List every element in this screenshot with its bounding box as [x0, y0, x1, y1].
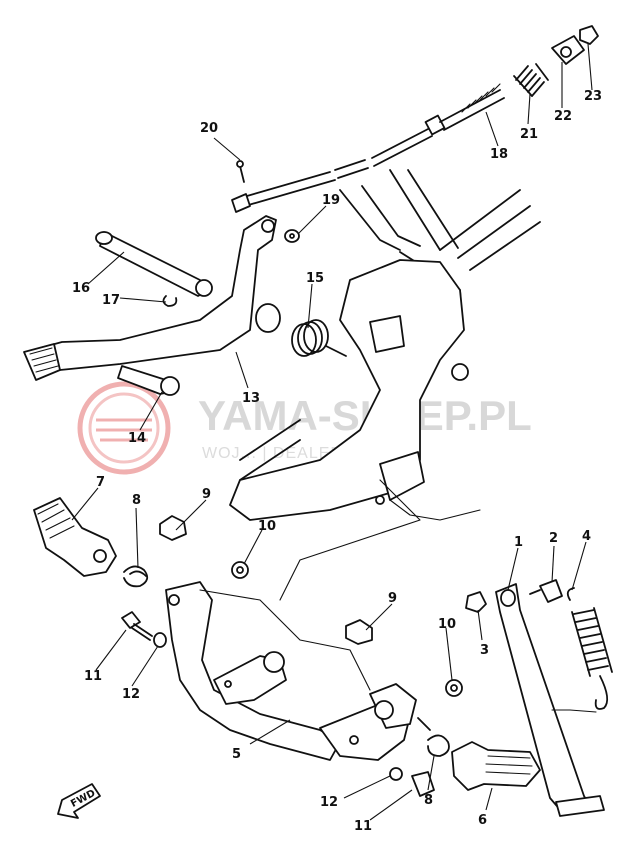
callout-20: 20 — [200, 121, 218, 136]
callout-23: 23 — [584, 89, 602, 104]
callout-8-upper: 8 — [132, 493, 141, 508]
callout-21: 21 — [520, 127, 538, 142]
callout-11-lower: 11 — [354, 819, 372, 834]
callouts: 1 2 3 4 5 6 7 8 8 9 9 10 10 11 11 12 12 … — [72, 89, 602, 834]
watermark-logo — [77, 381, 171, 475]
callout-19: 19 — [322, 193, 340, 208]
callout-3: 3 — [480, 643, 489, 658]
sidestand-spring — [566, 587, 613, 710]
callout-15: 15 — [306, 271, 324, 286]
callout-4: 4 — [582, 529, 591, 544]
callout-16: 16 — [72, 281, 90, 296]
adjuster-spring — [513, 63, 549, 97]
callout-1: 1 — [514, 535, 523, 550]
callout-17: 17 — [102, 293, 120, 308]
footrest-left — [33, 497, 149, 588]
footrest-right — [451, 741, 541, 791]
callout-12-lower: 12 — [320, 795, 338, 810]
return-spring-15 — [291, 319, 347, 357]
callout-11-left: 11 — [84, 669, 102, 684]
callout-14: 14 — [128, 431, 146, 446]
small-hardware — [121, 515, 463, 797]
threaded-rod — [461, 83, 501, 113]
callout-7: 7 — [96, 475, 105, 490]
callout-2: 2 — [549, 531, 558, 546]
frame — [229, 169, 541, 521]
callout-9-upper: 9 — [202, 487, 211, 502]
callout-22: 22 — [554, 109, 572, 124]
callout-12-left: 12 — [122, 687, 140, 702]
callout-10-lower: 10 — [438, 617, 456, 632]
callout-9-lower: 9 — [388, 591, 397, 606]
callout-6: 6 — [478, 813, 487, 828]
footrest-bracket — [165, 479, 421, 761]
callout-10-upper: 10 — [258, 519, 276, 534]
callout-13: 13 — [242, 391, 260, 406]
leader-lines — [71, 43, 593, 821]
callout-8-lower: 8 — [424, 793, 433, 808]
brake-cable-assembly — [231, 25, 599, 213]
sidestand-assembly — [465, 579, 613, 817]
watermark: YAMA-SKLEP.PL WOJ... | DEALER YAMAHA — [77, 381, 532, 475]
fwd-arrow: FWD — [57, 783, 101, 819]
callout-5: 5 — [232, 747, 241, 762]
callout-18: 18 — [490, 147, 508, 162]
brake-pedal-assembly — [23, 215, 347, 396]
